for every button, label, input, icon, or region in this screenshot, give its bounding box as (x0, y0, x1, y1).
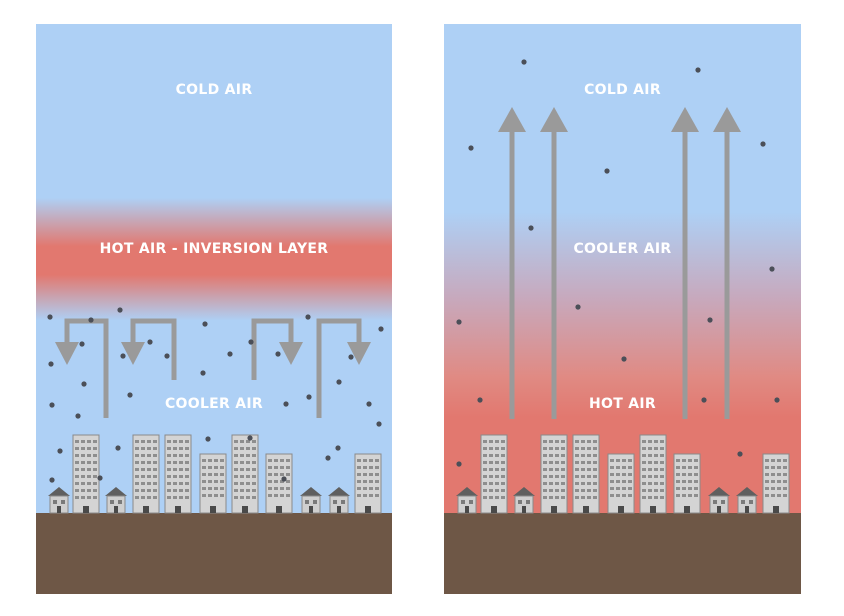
pollution-dot (528, 225, 534, 231)
pollution-dot (127, 392, 133, 398)
pollution-dot (737, 451, 743, 457)
pollution-dot (97, 475, 103, 481)
pollution-dot (477, 397, 483, 403)
building (762, 453, 790, 514)
pollution-dot (305, 314, 311, 320)
pollution-dot (376, 421, 382, 427)
pollution-dot (227, 351, 233, 357)
pollution-particles (456, 59, 780, 467)
house (456, 487, 478, 514)
pollution-dot (248, 339, 254, 345)
pollution-dot (200, 370, 206, 376)
building (607, 453, 635, 514)
pollution-dot (378, 326, 384, 332)
pollution-dot (202, 321, 208, 327)
building (639, 434, 667, 514)
pollution-dot (348, 354, 354, 360)
building (132, 434, 160, 514)
curled-arrow (251, 318, 303, 380)
house (328, 487, 350, 514)
inversion-panel: COLD AIR HOT AIR - INVERSION LAYER COOLE… (36, 24, 392, 594)
curled-arrow (316, 318, 371, 418)
ground (444, 513, 801, 594)
cooler-air-label: COOLER AIR (573, 241, 672, 257)
pollution-dot (701, 397, 707, 403)
pollution-dot (57, 448, 63, 454)
pollution-dot (604, 168, 610, 174)
building (354, 453, 382, 514)
pollution-dot (79, 341, 85, 347)
pollution-dot (281, 476, 287, 482)
pollution-dot (695, 67, 701, 73)
pollution-dot (325, 455, 331, 461)
hot-air-label: HOT AIR (589, 396, 656, 412)
building (199, 453, 227, 514)
rising-air-arrows (498, 107, 741, 419)
pollution-dot (147, 339, 153, 345)
inversion-illustration (36, 24, 392, 594)
pollution-dot (81, 381, 87, 387)
building (572, 434, 600, 514)
pollution-dot (306, 394, 312, 400)
pollution-dot (49, 402, 55, 408)
building (540, 434, 568, 514)
pollution-dot (275, 351, 281, 357)
pollution-dot (88, 317, 94, 323)
building (480, 434, 508, 514)
building (164, 434, 192, 514)
pollution-dot (456, 319, 462, 325)
curled-arrow (121, 318, 177, 380)
cold-air-label: COLD AIR (584, 82, 661, 98)
normal-illustration (444, 24, 801, 594)
pollution-dot (769, 266, 775, 272)
ground (36, 513, 392, 594)
pollution-dot (75, 413, 81, 419)
pollution-dot (621, 356, 627, 362)
pollution-dot (120, 353, 126, 359)
house (48, 487, 70, 514)
pollution-dot (521, 59, 527, 65)
pollution-dot (335, 445, 341, 451)
normal-panel: COLD AIR COOLER AIR HOT AIR (444, 24, 801, 594)
cold-air-label: COLD AIR (175, 82, 253, 98)
inversion-layer-label: HOT AIR - INVERSION LAYER (99, 241, 329, 257)
trapped-air-arrows (55, 318, 371, 418)
pollution-dot (366, 401, 372, 407)
house (513, 487, 535, 514)
building (231, 434, 259, 514)
pollution-dot (760, 141, 766, 147)
house (105, 487, 127, 514)
pollution-dot (336, 379, 342, 385)
pollution-dot (164, 353, 170, 359)
building (72, 434, 100, 514)
pollution-particles (47, 307, 384, 483)
pollution-dot (468, 145, 474, 151)
house (708, 487, 730, 514)
pollution-dot (115, 445, 121, 451)
pollution-dot (47, 314, 53, 320)
house (300, 487, 322, 514)
city-skyline (456, 434, 790, 514)
curled-arrow (55, 318, 109, 418)
rising-arrow (540, 107, 568, 419)
building (265, 453, 293, 514)
pollution-dot (774, 397, 780, 403)
pollution-dot (456, 461, 462, 467)
pollution-dot (575, 304, 581, 310)
pollution-dot (117, 307, 123, 313)
city-skyline (48, 434, 382, 514)
cooler-air-label: COOLER AIR (164, 396, 264, 412)
building (673, 453, 701, 514)
pollution-dot (707, 317, 713, 323)
pollution-dot (283, 401, 289, 407)
pollution-dot (247, 435, 253, 441)
rising-arrow (498, 107, 526, 419)
house (736, 487, 758, 514)
pollution-dot (48, 361, 54, 367)
pollution-dot (49, 477, 55, 483)
rising-arrow (671, 107, 699, 419)
rising-arrow (713, 107, 741, 419)
pollution-dot (205, 436, 211, 442)
